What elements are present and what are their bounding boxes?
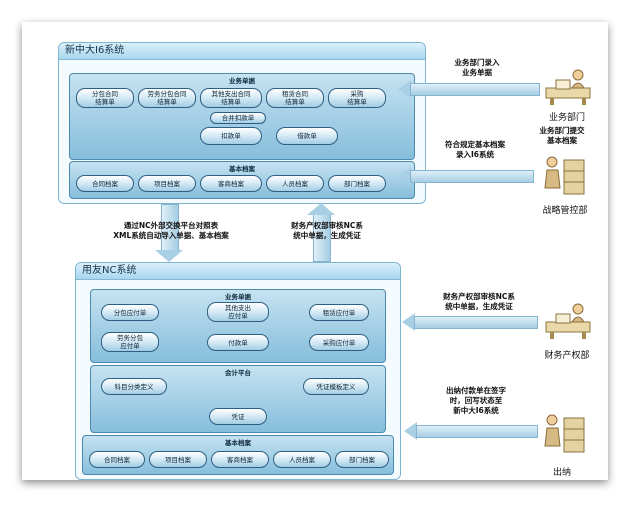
- i6-deduct[interactable]: 扣款单: [200, 127, 262, 145]
- nc-subject-map[interactable]: 科目分类定义: [101, 378, 167, 395]
- up-flow-label: 财务产权部审核NC系 统中单据，生成凭证: [291, 221, 363, 240]
- i6-debit[interactable]: 借款单: [276, 127, 338, 145]
- strategy-entry-label-a: 业务部门提交 基本档案: [539, 126, 585, 145]
- nc-business-item[interactable]: 采购应付单: [309, 334, 369, 351]
- i6-archive-item[interactable]: 人员档案: [266, 175, 324, 192]
- cashier-arrow-head: [404, 422, 417, 440]
- cashier-label: 出纳付款单在签字 时，回写状态至 新中大I6系统: [446, 386, 506, 415]
- finance-dept-label: 财务产权部: [544, 351, 590, 361]
- nc-voucher-template[interactable]: 凭证模板定义: [303, 378, 369, 395]
- nc-archive-item[interactable]: 部门档案: [335, 451, 389, 468]
- biz-arrow-shaft: [410, 83, 540, 96]
- i6-business-item[interactable]: 劳务分包合同 结算单: [138, 88, 196, 108]
- nc-archive-item[interactable]: 项目档案: [149, 451, 207, 468]
- i6-system: 新中大I6系统 业务单据 分包合同 结算单 劳务分包合同 结算单 其他支出合同 …: [58, 42, 426, 204]
- nc-archives-title: 基本档案: [225, 439, 251, 447]
- i6-archive-item[interactable]: 合同档案: [76, 175, 134, 192]
- i6-business-panel: 业务单据 分包合同 结算单 劳务分包合同 结算单 其他支出合同 结算单 租赁合同…: [69, 73, 415, 160]
- finance-arrow-head: [402, 313, 415, 331]
- i6-archives-title: 基本档案: [229, 165, 255, 173]
- nc-archive-item[interactable]: 人员档案: [273, 451, 331, 468]
- nc-accounting-title: 会计平台: [225, 369, 251, 377]
- i6-business-item[interactable]: 其他支出合同 结算单: [200, 88, 262, 108]
- down-flow-label: 通过NC外部交换平台对照表 XML系统自动导入单据、基本档案: [113, 221, 229, 240]
- down-arrow-head: [155, 250, 183, 262]
- strategy-arrow-head: [398, 167, 411, 185]
- i6-archive-item[interactable]: 部门档案: [328, 175, 386, 192]
- strategy-dept-label: 战略管控部: [542, 206, 588, 216]
- cashier-arrow-shaft: [416, 425, 538, 438]
- i6-archive-item[interactable]: 客商档案: [200, 175, 262, 192]
- nc-business-item[interactable]: 劳务分包 应付单: [101, 332, 159, 352]
- i6-system-title: 新中大I6系统: [59, 43, 425, 60]
- i6-business-item[interactable]: 分包合同 结算单: [76, 88, 134, 108]
- i6-archive-item[interactable]: 项目档案: [138, 175, 196, 192]
- i6-business-item[interactable]: 租赁合同 结算单: [266, 88, 324, 108]
- biz-arrow-head: [398, 80, 411, 98]
- cashier-person-icon: [544, 414, 585, 453]
- nc-system: 用友NC系统 业务单据 分包应付单 其他支出 应付单 租赁应付单 劳务分包 应付…: [75, 262, 401, 480]
- nc-business-title: 业务单据: [225, 293, 251, 301]
- finance-label: 财务产权部审核NC系 统中单据，生成凭证: [443, 292, 515, 311]
- i6-business-title: 业务单据: [229, 77, 255, 85]
- nc-business-panel: 业务单据 分包应付单 其他支出 应付单 租赁应付单 劳务分包 应付单 付款单 采…: [90, 289, 386, 363]
- strategy-entry-label-b: 符合规定基本档案 录入I6系统: [445, 140, 505, 159]
- nc-business-item[interactable]: 租赁应付单: [309, 304, 369, 321]
- cashier-label-caption: 出纳: [552, 468, 571, 478]
- nc-accounting-panel: 会计平台 科目分类定义 凭证模板定义 凭证: [90, 365, 386, 433]
- nc-archive-item[interactable]: 合同档案: [89, 451, 145, 468]
- nc-archives-panel: 基本档案 合同档案 项目档案 客商档案 人员档案 部门档案: [82, 435, 394, 475]
- business-dept-label: 业务部门: [548, 113, 585, 123]
- business-dept-person-icon: [545, 69, 591, 105]
- nc-voucher[interactable]: 凭证: [209, 408, 267, 425]
- i6-business-item[interactable]: 采购 结算单: [328, 88, 386, 108]
- nc-business-item[interactable]: 分包应付单: [101, 304, 159, 321]
- strategy-dept-person-icon: [544, 156, 585, 195]
- nc-business-item[interactable]: 其他支出 应付单: [207, 302, 269, 322]
- biz-entry-label: 业务部门录入 业务单据: [454, 58, 500, 77]
- finance-arrow-shaft: [414, 316, 538, 329]
- nc-system-title: 用友NC系统: [76, 263, 400, 280]
- finance-dept-person-icon: [545, 303, 591, 339]
- i6-archives-panel: 基本档案 合同档案 项目档案 客商档案 人员档案 部门档案: [69, 161, 415, 199]
- nc-archive-item[interactable]: 客商档案: [211, 451, 269, 468]
- up-arrow-head: [307, 203, 335, 215]
- strategy-arrow-shaft: [410, 170, 534, 183]
- nc-business-item[interactable]: 付款单: [207, 334, 269, 351]
- i6-merge-deduct[interactable]: 合并扣款单: [210, 112, 266, 124]
